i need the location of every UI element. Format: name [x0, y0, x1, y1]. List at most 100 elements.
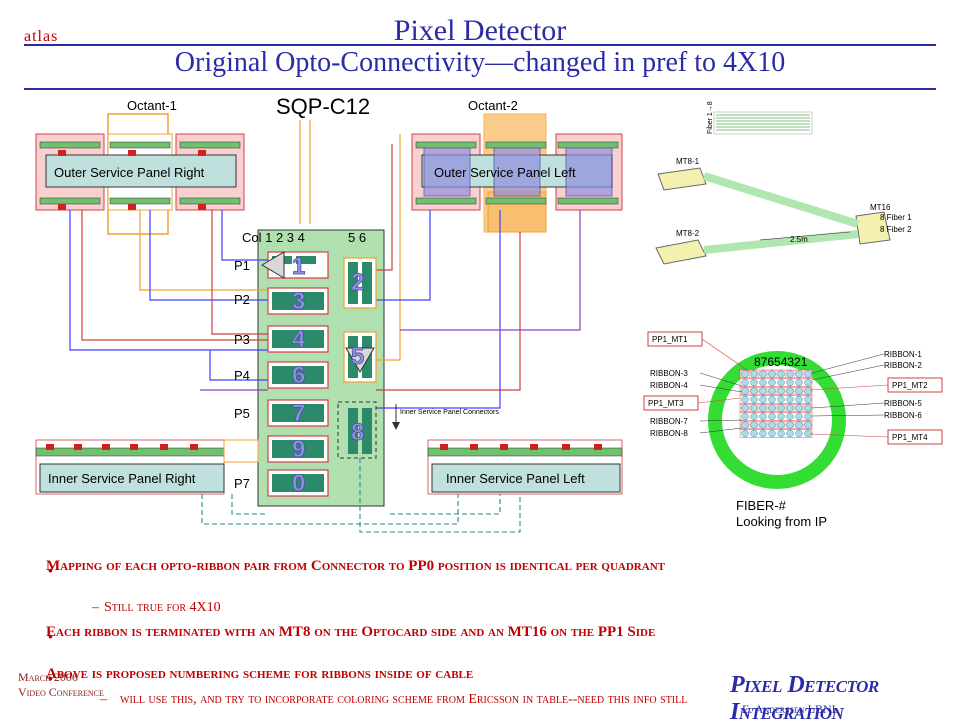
fiber-dot: [741, 378, 749, 387]
fiber-dot: [741, 412, 749, 421]
fiber-dot: [786, 378, 794, 387]
fiber-dot: [768, 412, 776, 421]
fiber-dot: [750, 412, 758, 421]
fiber-dot: [777, 429, 785, 438]
num-6: 6: [292, 362, 305, 389]
fiber-dot: [795, 404, 803, 412]
pp1-mt3-label: PP1_MT3: [648, 399, 684, 408]
row-p4: P4: [234, 368, 250, 383]
fiber-dot: [759, 395, 767, 404]
octant1-label: Octant-1: [127, 98, 177, 113]
outer-panel-right: Outer Service Panel Right: [35, 133, 245, 211]
fiber-dot: [804, 387, 812, 395]
bullet-1: Mapping of each opto-ribbon pair from Co…: [46, 558, 665, 574]
fiber-dot: [741, 404, 749, 412]
fiber-dot: [759, 429, 767, 438]
fiber-dot: [786, 370, 794, 378]
fiber-dot: [750, 429, 758, 438]
cable-ring: [708, 351, 846, 489]
num-7: 7: [292, 400, 305, 427]
fiber-strip: [713, 111, 813, 135]
ribbon-rows: [739, 369, 813, 438]
fiber-dot: [759, 421, 767, 429]
ribbon-band: [739, 412, 813, 421]
num-3: 3: [292, 288, 305, 315]
fiber-dot: [768, 395, 776, 404]
fiber-dot: [795, 429, 803, 438]
fiber-dot: [804, 404, 812, 412]
fiber-dot: [804, 378, 812, 387]
fiber-dot: [768, 378, 776, 387]
num-4: 4: [292, 326, 306, 353]
fiber-dot: [759, 370, 767, 378]
num-1: 1: [292, 253, 305, 280]
fiber-dot: [768, 370, 776, 378]
ribbon-3: RIBBON-3: [650, 369, 688, 378]
fiber-dot: [759, 404, 767, 412]
bullet-dot: •: [48, 628, 53, 644]
fiber-dot: [795, 412, 803, 421]
row-p5: P5: [234, 406, 250, 421]
inner-panel-right-label: Inner Service Panel Right: [48, 471, 196, 486]
fiber-hash-label: FIBER-#: [736, 498, 787, 513]
num-5: 5: [351, 343, 364, 370]
ribbon-2: RIBBON-2: [884, 361, 922, 370]
fiber-dot: [795, 387, 803, 395]
connectivity-diagram: SQP-C12 Octant-1 Octant-2 Outer Service …: [35, 94, 943, 533]
bullet-3: Above is proposed numbering scheme for r…: [46, 666, 474, 682]
length-label: 2.5m: [790, 235, 808, 244]
bullet-dot: •: [48, 670, 53, 686]
ribbon-5: RIBBON-5: [884, 399, 922, 408]
inner-connector-box: [337, 401, 377, 459]
fiber-dot: [741, 421, 749, 429]
pp1-mt4-label: PP1_MT4: [892, 433, 928, 442]
bullet-2: Each ribbon is terminated with an MT8 on…: [46, 624, 656, 640]
looking-from-label: Looking from IP: [736, 514, 827, 529]
fiber1-label: 8 Fiber 1: [880, 213, 912, 222]
fiber-dot: [759, 412, 767, 421]
fiber-dot: [804, 429, 812, 438]
outer-panel-left-label: Outer Service Panel Left: [434, 165, 576, 180]
title-rule: [24, 44, 936, 46]
fiber-ribbon-2: [703, 230, 859, 254]
fiber-dot: [750, 395, 758, 404]
fiber-dot: [786, 412, 794, 421]
fiber-dot: [786, 421, 794, 429]
col-header-2: 5 6: [348, 230, 366, 245]
arrow-down: [345, 347, 375, 373]
fiber-dot: [750, 370, 758, 378]
subbullet-2: will use this, and try to incorporate co…: [120, 692, 688, 707]
ribbon-band: [739, 386, 813, 396]
fiber-dot: [777, 395, 785, 404]
mt8-2-connector: [655, 239, 707, 265]
ribbon-1: RIBBON-1: [884, 350, 922, 359]
ribbon-band: [739, 429, 813, 438]
fiber-dot: [786, 395, 794, 404]
fiber-dot: [741, 370, 749, 378]
fiber-dot: [777, 387, 785, 395]
row-p3: P3: [234, 332, 250, 347]
page-title: Pixel Detector: [393, 14, 567, 47]
row-p1: P1: [234, 258, 250, 273]
outer-panel-left: Outer Service Panel Left: [411, 133, 623, 233]
num-9: 9: [292, 436, 305, 463]
fiber-dot: [741, 429, 749, 438]
subtitle-rule: [24, 88, 936, 90]
fiber-dot: [777, 378, 785, 387]
fiber-dot: [786, 429, 794, 438]
footer-author: E. Anderssen LBNL: [742, 702, 840, 716]
fiber-dot: [804, 412, 812, 421]
pp1-mt1-label: PP1_MT1: [652, 335, 688, 344]
fiber-dot: [795, 395, 803, 404]
footer-meeting: Video Conference: [18, 685, 104, 699]
fiber-dot: [750, 404, 758, 412]
fiber-label: Fiber 1→8: [707, 101, 714, 134]
fiber2-label: 8 Fiber 2: [880, 225, 912, 234]
num-8: 8: [351, 419, 364, 446]
footer-logo: Pixel Detector Integration: [730, 672, 879, 725]
fiber-dot: [768, 421, 776, 429]
ribbon-band: [739, 369, 813, 379]
outer-panel-right-label: Outer Service Panel Right: [54, 165, 205, 180]
ribbon-8: RIBBON-8: [650, 429, 688, 438]
fiber-dot: [750, 421, 758, 429]
